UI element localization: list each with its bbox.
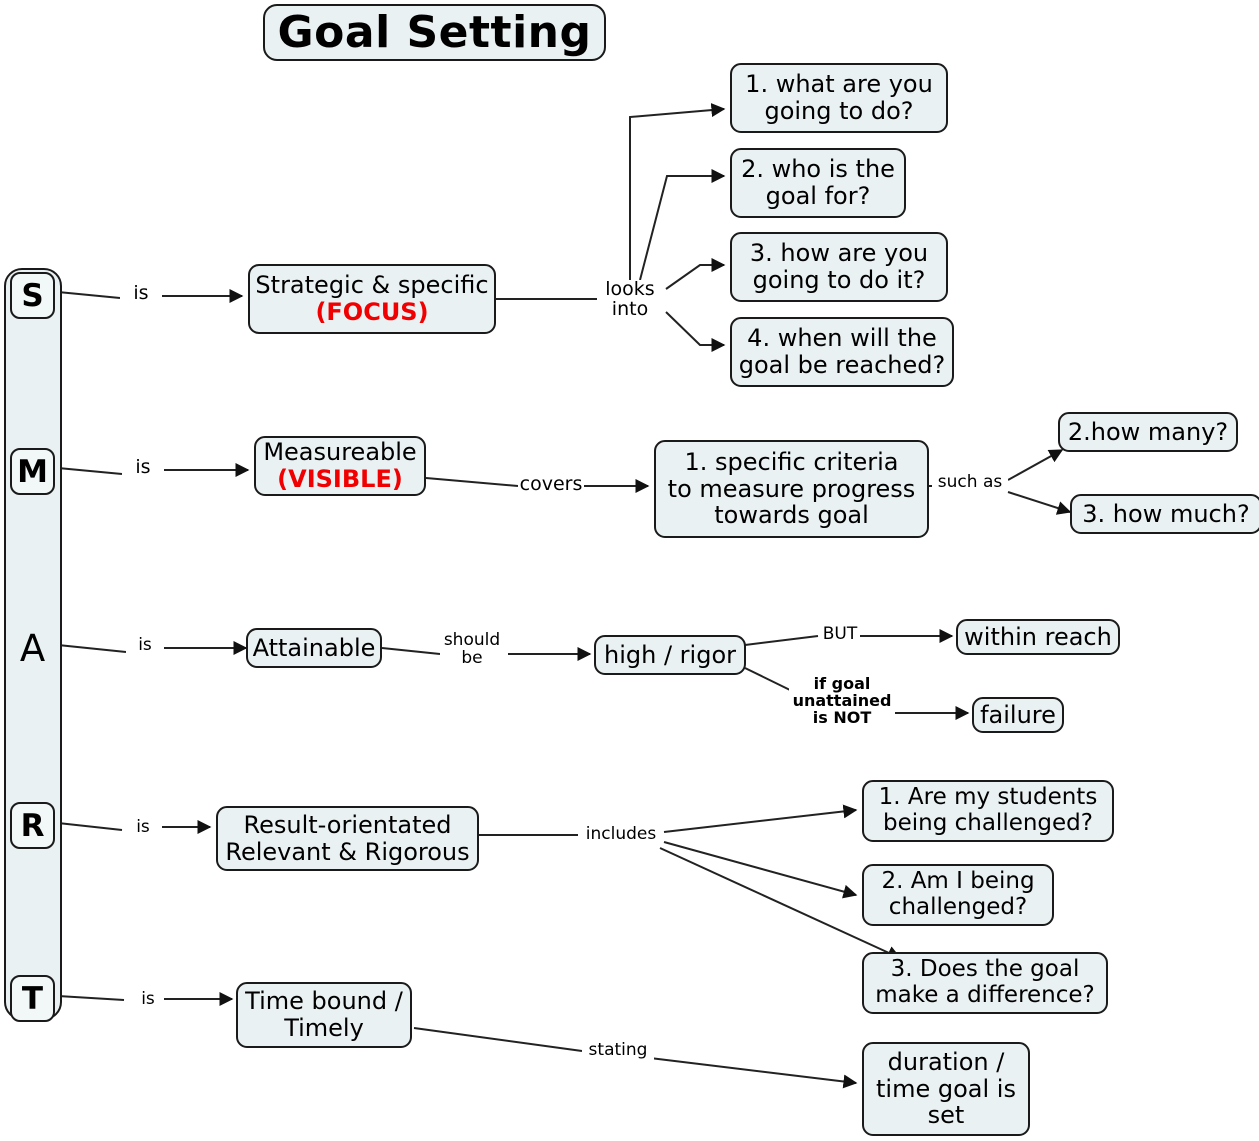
smart-letter-r[interactable]: R xyxy=(10,802,55,849)
node-high-rigor[interactable]: high / rigor xyxy=(594,635,746,675)
edge-t-is-a xyxy=(57,995,125,1001)
node-s-question-2[interactable]: 2. who is the goal for? xyxy=(730,148,906,218)
edge-r-is-a xyxy=(57,822,123,831)
edge-r-q1 xyxy=(663,804,858,833)
smart-frame xyxy=(4,268,62,1020)
node-r-question-1[interactable]: 1. Are my students being challenged? xyxy=(862,780,1114,842)
edge-m-main-covers xyxy=(425,477,519,487)
edge-label-such-as: such as xyxy=(932,473,1008,492)
smart-letter-m[interactable]: M xyxy=(10,448,55,495)
node-s-question-4[interactable]: 4. when will the goal be reached? xyxy=(730,317,954,387)
edge-label-but: BUT xyxy=(820,625,860,644)
edge-label-includes: includes xyxy=(580,825,662,844)
edge-label-m-is: is xyxy=(122,457,164,478)
node-specific-criteria[interactable]: 1. specific criteria to measure progress… xyxy=(654,440,929,538)
edge-a-but-seg xyxy=(744,635,819,646)
edge-a-ifgoal-seg xyxy=(744,667,791,691)
edge-s-q2 xyxy=(639,169,726,281)
edge-label-should-be: should be xyxy=(440,631,504,668)
node-duration-time-goal[interactable]: duration / time goal is set xyxy=(862,1042,1030,1136)
node-s-question-3[interactable]: 3. how are you going to do it? xyxy=(730,232,948,302)
edge-label-a-is: is xyxy=(126,636,164,655)
edge-s-q3 xyxy=(665,258,726,290)
edge-label-looks-into: looks into xyxy=(597,279,663,320)
edge-r-q2 xyxy=(663,841,858,899)
edge-m-is-a xyxy=(57,467,123,475)
node-strategic-text: Strategic & specific xyxy=(255,271,489,300)
edge-label-stating: stating xyxy=(582,1041,654,1060)
node-attainable[interactable]: Attainable xyxy=(246,628,382,668)
edge-m-ex1 xyxy=(1007,449,1064,481)
smart-letter-s[interactable]: S xyxy=(10,272,55,319)
node-measureable[interactable]: Measureable (VISIBLE) xyxy=(254,436,426,496)
edge-m-ex2 xyxy=(1007,491,1072,515)
edge-s-q1 xyxy=(629,103,726,280)
node-within-reach[interactable]: within reach xyxy=(956,619,1120,655)
node-failure[interactable]: failure xyxy=(972,697,1064,733)
node-how-much[interactable]: 3. how much? xyxy=(1070,494,1259,534)
node-measureable-text: Measureable xyxy=(263,438,417,467)
page-title: Goal Setting xyxy=(263,4,606,61)
edge-s-q4 xyxy=(665,311,726,352)
smart-letter-a[interactable]: A xyxy=(19,627,46,670)
node-r-question-2[interactable]: 2. Am I being challenged? xyxy=(862,864,1054,926)
node-s-question-1[interactable]: 1. what are you going to do? xyxy=(730,63,948,133)
edge-label-if-goal-unattained: if goal unattained is NOT xyxy=(789,675,895,727)
node-how-many[interactable]: 2.how many? xyxy=(1058,412,1238,452)
node-time-bound[interactable]: Time bound / Timely xyxy=(236,982,412,1048)
edge-a-is-a xyxy=(57,644,127,653)
edge-s-is-a xyxy=(57,291,121,299)
edge-label-r-is: is xyxy=(124,818,162,837)
smart-letter-t[interactable]: T xyxy=(10,975,55,1022)
edge-t-duration xyxy=(649,1057,858,1089)
node-strategic-specific[interactable]: Strategic & specific (FOCUS) xyxy=(248,264,496,334)
edge-label-s-is: is xyxy=(120,283,162,304)
node-strategic-accent: (FOCUS) xyxy=(315,298,429,326)
node-measureable-accent: (VISIBLE) xyxy=(277,465,403,493)
edge-label-t-is: is xyxy=(132,990,164,1009)
node-result-orientated[interactable]: Result-orientated Relevant & Rigorous xyxy=(216,806,479,871)
node-r-question-3[interactable]: 3. Does the goal make a difference? xyxy=(862,952,1108,1014)
edge-label-covers: covers xyxy=(518,473,584,495)
edge-a-main-shouldbe xyxy=(381,647,441,655)
edge-t-main-stating xyxy=(413,1027,583,1052)
